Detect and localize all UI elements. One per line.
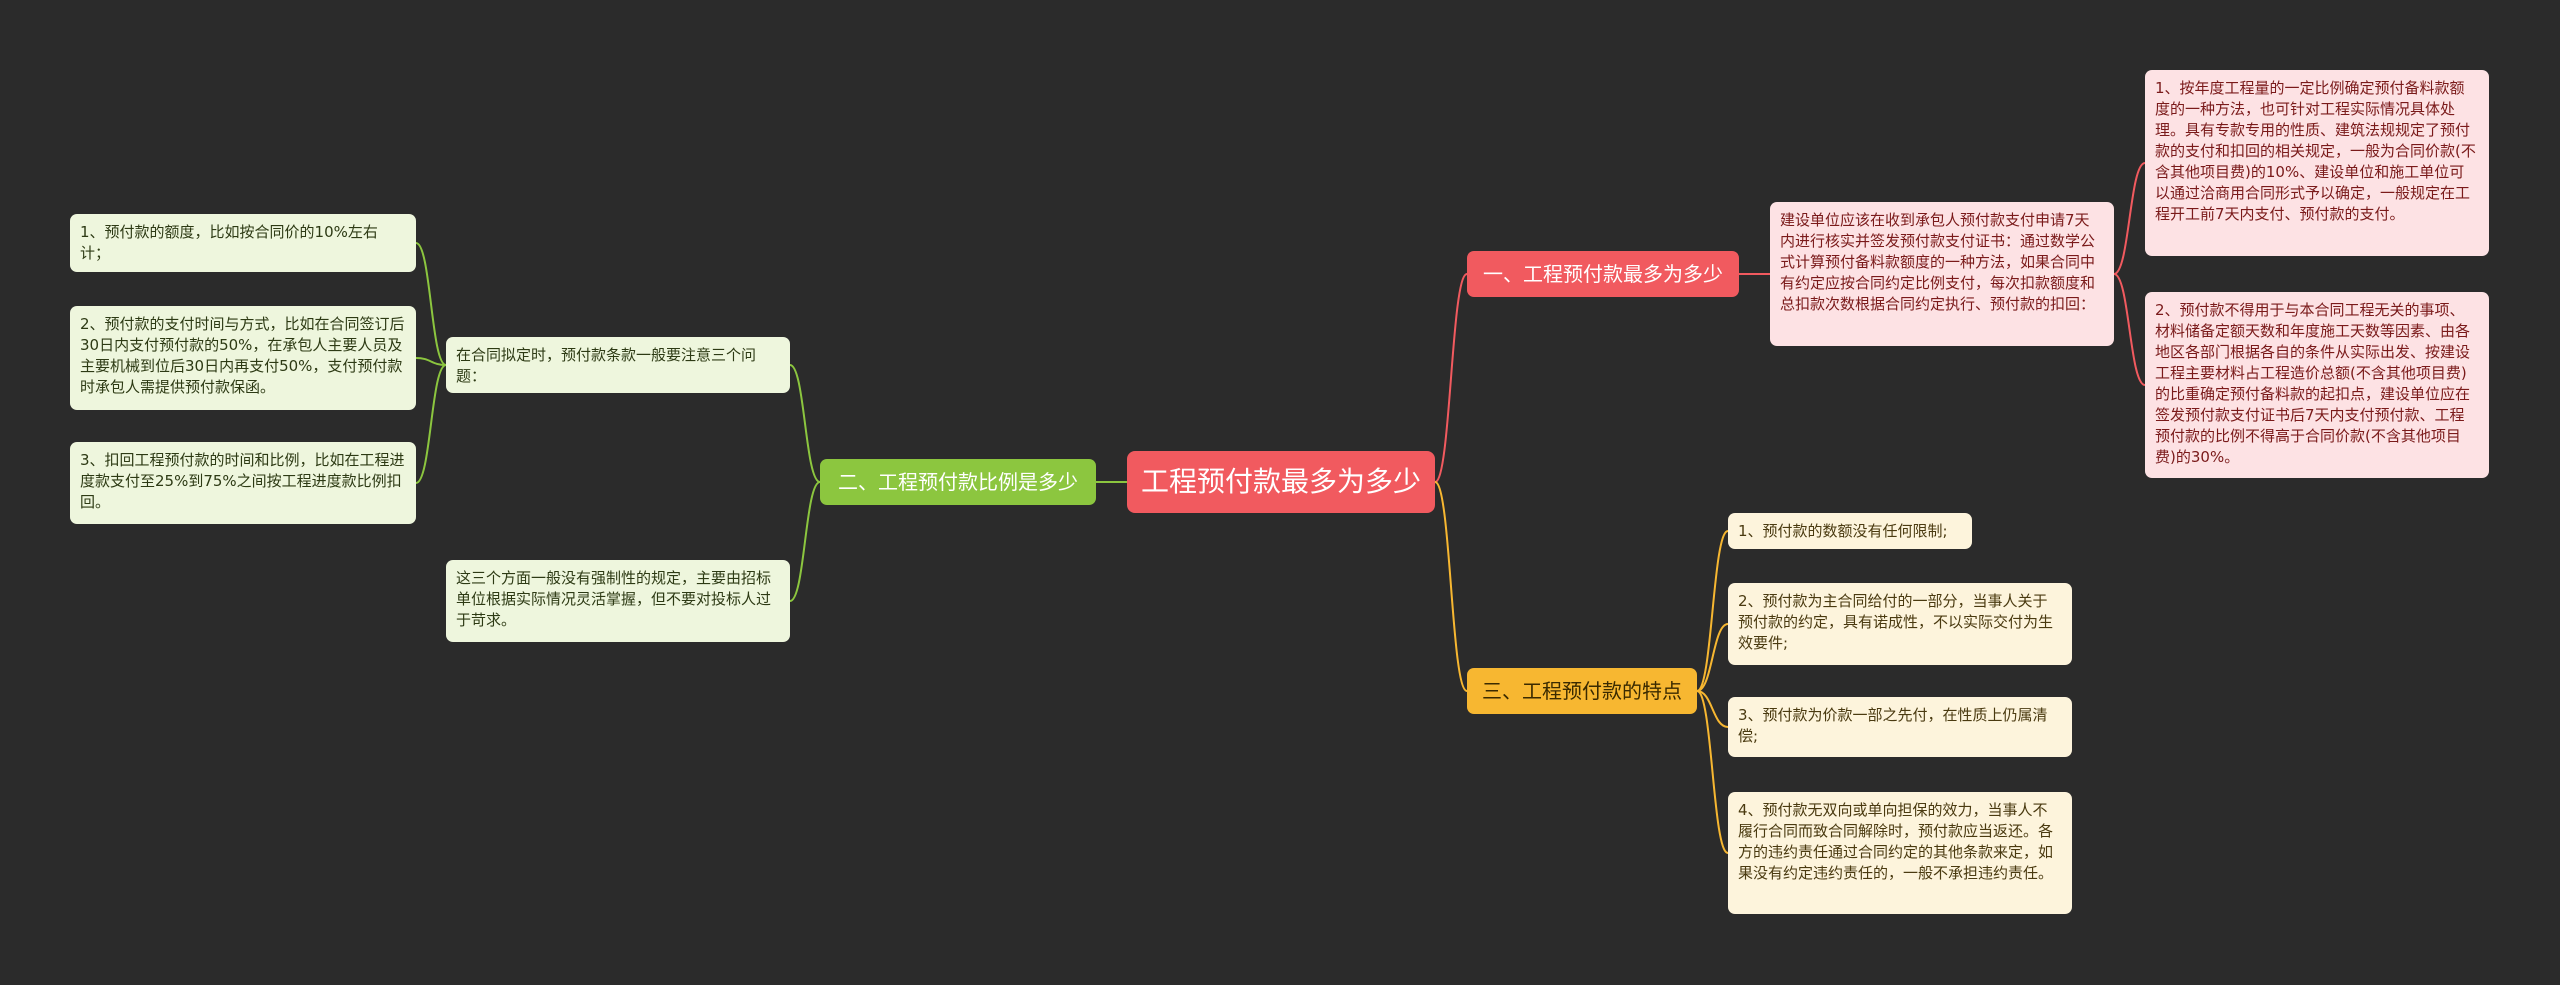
connector-branch-3-item-1 [1696,530,1729,692]
connector-branch-3-item-4 [1696,690,1729,854]
branch-1-intro[interactable]: 建设单位应该在收到承包人预付款支付申请7天内进行核实并签发预付款支付证书：通过数… [1770,202,2114,346]
connector-branch-2-item-2 [415,357,447,366]
branch-1-item-2[interactable]: 2、预付款不得用于与本合同工程无关的事项、材料储备定额天数和年度施工天数等因素、… [2145,292,2489,478]
connector-branch-1-item-1 [2113,162,2146,275]
branch-2-intro[interactable]: 在合同拟定时，预付款条款一般要注意三个问题： [446,337,790,393]
branch-2-item-3[interactable]: 3、扣回工程预付款的时间和比例，比如在工程进度款支付至25%到75%之间按工程进… [70,442,416,524]
connector-center-branch-3 [1434,481,1468,692]
connector-branch-3-item-3 [1696,690,1729,728]
branch-3-item-4[interactable]: 4、预付款无双向或单向担保的效力，当事人不履行合同而致合同解除时，预付款应当返还… [1728,792,2072,914]
branch-3-item-1[interactable]: 1、预付款的数额没有任何限制; [1728,513,1972,549]
connector-center-branch-1 [1434,273,1468,483]
connector-branch-2-item-3 [415,364,447,484]
connector-branch-2-summary [789,481,821,602]
branch-3-topic[interactable]: 三、工程预付款的特点 [1467,668,1697,714]
branch-2-item-2[interactable]: 2、预付款的支付时间与方式，比如在合同签订后30日内支付预付款的50%，在承包人… [70,306,416,410]
branch-3-item-3[interactable]: 3、预付款为价款一部之先付，在性质上仍属清偿; [1728,697,2072,757]
connector-branch-3-item-2 [1696,623,1729,692]
connector-branch-2-item-1 [415,242,447,366]
branch-3-item-2[interactable]: 2、预付款为主合同给付的一部分，当事人关于预付款的约定，具有诺成性，不以实际交付… [1728,583,2072,665]
branch-2-summary[interactable]: 这三个方面一般没有强制性的规定，主要由招标单位根据实际情况灵活掌握，但不要对投标… [446,560,790,642]
connector-branch-2-intro [789,364,821,483]
central-topic[interactable]: 工程预付款最多为多少 [1127,451,1435,513]
branch-2-item-1[interactable]: 1、预付款的额度，比如按合同价的10%左右计； [70,214,416,272]
branch-2-topic[interactable]: 二、工程预付款比例是多少 [820,459,1096,505]
connector-branch-1-item-2 [2113,273,2146,386]
branch-1-topic[interactable]: 一、工程预付款最多为多少 [1467,251,1739,297]
branch-1-item-1[interactable]: 1、按年度工程量的一定比例确定预付备料款额度的一种方法，也可针对工程实际情况具体… [2145,70,2489,256]
